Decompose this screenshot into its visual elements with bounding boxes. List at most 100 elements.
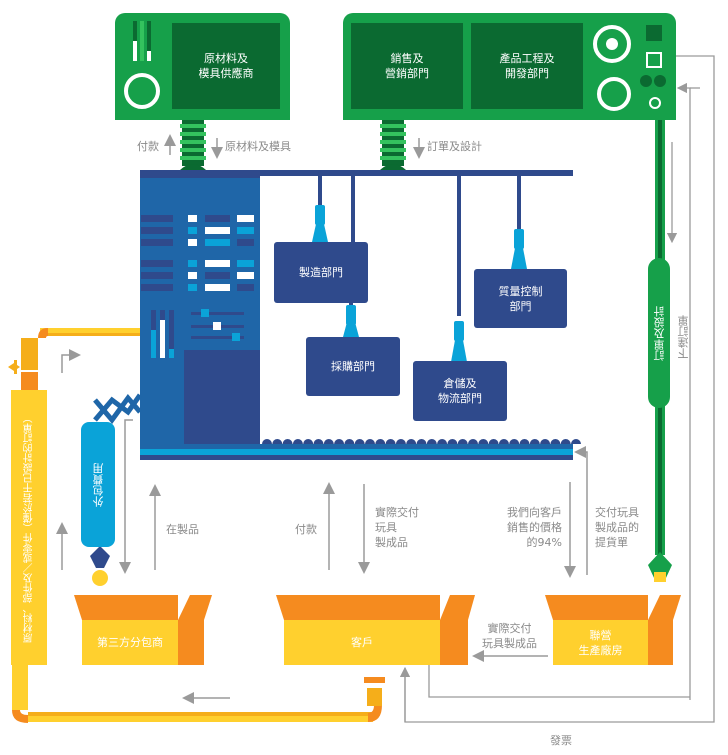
raw-material-pipe (8, 328, 385, 723)
sales-label-line1: 銷售及 (390, 52, 424, 65)
dept-quality-control: 質量控制 部門 (474, 269, 567, 328)
dept-manufacturing: 製造部門 (274, 242, 368, 303)
price-line3: 的94% (526, 536, 562, 549)
orders-designs-capsule: 訂單及設計 (648, 258, 670, 408)
conveyor-roller (303, 439, 314, 444)
conveyor-roller (447, 439, 458, 444)
conveyor-roller (468, 439, 478, 444)
conveyor-roller (529, 439, 540, 444)
place-orders-label: 下達訂單 (677, 315, 690, 359)
bill-up-arrow (574, 446, 588, 575)
outsource-down-arrow (119, 419, 133, 574)
subcontractor-label: 第三方分包商 (97, 636, 163, 649)
dept-procurement: 採購部門 (306, 337, 400, 396)
factory-delivery-label: 實際交付 玩具製成品 (482, 621, 537, 651)
arm-gripper (90, 546, 110, 586)
bill-of-lading-label: 交付玩具 製成品的 提貨單 (595, 505, 639, 550)
dept-warehouse-label-line1: 倉儲及 (443, 377, 477, 390)
bill-line3: 提貨單 (595, 536, 628, 549)
level-bars-icon (133, 21, 153, 61)
conveyor-roller (292, 439, 303, 444)
conveyor-roller (416, 439, 427, 444)
box-factory: 聯營 生產廠房 (553, 620, 648, 665)
price-line2: 銷售的價格 (507, 521, 562, 534)
box-subcontractor: 第三方分包商 (82, 620, 178, 665)
conveyor-roller (550, 439, 561, 444)
price-line1: 我們向客戶 (507, 506, 562, 519)
conveyor-roller (323, 439, 334, 444)
delivered-line2: 玩具 (375, 521, 397, 534)
engineering-label-box: 產品工程及 開發部門 (471, 23, 583, 109)
conveyor-roller (354, 439, 365, 444)
sales-engineering-panel: 銷售及 營銷部門 產品工程及 開發部門 (343, 13, 676, 120)
payment-from-customer-label: 付款 (295, 523, 317, 536)
conveyor-roller (365, 439, 375, 444)
steering-wheel-icon (593, 25, 631, 63)
delivered-products-label: 實際交付 玩具 製成品 (375, 505, 419, 550)
wip-label: 在製品 (166, 523, 199, 536)
conveyor-roller (344, 439, 355, 444)
factory-delivery-line1: 實際交付 (487, 622, 532, 635)
conveyor-roller (457, 439, 468, 444)
engineering-label-line1: 產品工程及 (499, 52, 555, 65)
socket-icon (646, 25, 662, 41)
orders-designs-label: 訂單及設計 (427, 140, 482, 153)
conveyor-roller (375, 439, 386, 444)
conveyor-roller (509, 439, 520, 444)
supplier-label-box: 原材料及 模具供應商 (172, 23, 280, 109)
conveyor-roller (519, 439, 530, 444)
orders-designs-pipe-label: 訂單及設計 (652, 305, 666, 361)
raw-materials-label: 原材料、部件及／或零件（僅於若干已設計的訂單） (23, 412, 35, 643)
conveyor-roller (488, 439, 499, 444)
box-lids (74, 595, 681, 665)
dept-warehouse-logistics: 倉儲及 物流部門 (413, 361, 507, 421)
materials-molds-label: 原材料及模具 (225, 140, 291, 153)
knob-icon (640, 75, 652, 87)
sales-label-box: 銷售及 營銷部門 (351, 23, 463, 109)
supplier-panel: 原材料及 模具供應商 (115, 13, 290, 120)
dept-procurement-label: 採購部門 (331, 360, 375, 373)
conveyor-roller (478, 439, 489, 444)
delivered-line1: 實際交付 (375, 506, 419, 519)
gauge-icon (597, 77, 631, 111)
nut-icon (649, 97, 661, 109)
conveyor-roller (406, 439, 417, 444)
factory-label-line2: 生產廠房 (578, 643, 623, 657)
factory-delivery-line2: 玩具製成品 (482, 637, 537, 650)
conveyor-roller (498, 439, 509, 444)
bill-line2: 製成品的 (595, 521, 639, 534)
dept-manufacturing-label: 製造部門 (299, 266, 343, 279)
box-customer: 客戶 (284, 620, 440, 665)
sales-label-line2: 營銷部門 (385, 67, 429, 80)
supplier-connector (180, 120, 206, 170)
conveyor-roller (437, 439, 448, 444)
cable-connectors (312, 205, 527, 362)
subcontract-up-right-arrow (61, 349, 81, 373)
customer-label: 客戶 (351, 636, 373, 649)
switch-icon (646, 52, 662, 68)
delivered-line3: 製成品 (375, 536, 408, 549)
dept-qc-label-line2: 部門 (509, 299, 532, 313)
supplier-label-line1: 原材料及 (204, 52, 248, 65)
robotic-arm (93, 393, 143, 425)
conveyor-roller (395, 439, 406, 444)
sales-connector (380, 120, 406, 170)
knob-icon (654, 75, 666, 87)
outsourcing-fee-capsule: 外包費用 (81, 422, 115, 547)
gauge-icon (124, 73, 160, 109)
conveyor-roller (560, 439, 571, 444)
dept-qc-label-line1: 質量控制 (498, 284, 543, 298)
dept-warehouse-label-line2: 物流部門 (438, 392, 482, 405)
conveyor-roller (385, 439, 396, 444)
conveyor-roller (571, 439, 581, 444)
conveyor-roller (540, 439, 551, 444)
conveyor-roller (272, 439, 283, 444)
price-percentage-label: 我們向客戶 銷售的價格 的94% (498, 505, 562, 550)
payment-to-supplier-label: 付款 (137, 140, 159, 153)
outsourcing-fee-label: 外包費用 (91, 462, 105, 507)
conveyor-roller (282, 439, 293, 444)
supplier-label-line2: 模具供應商 (198, 67, 254, 80)
factory-machine (140, 170, 581, 460)
raw-materials-pipe-body: 原材料、部件及／或零件（僅於若干已設計的訂單） (11, 390, 47, 665)
